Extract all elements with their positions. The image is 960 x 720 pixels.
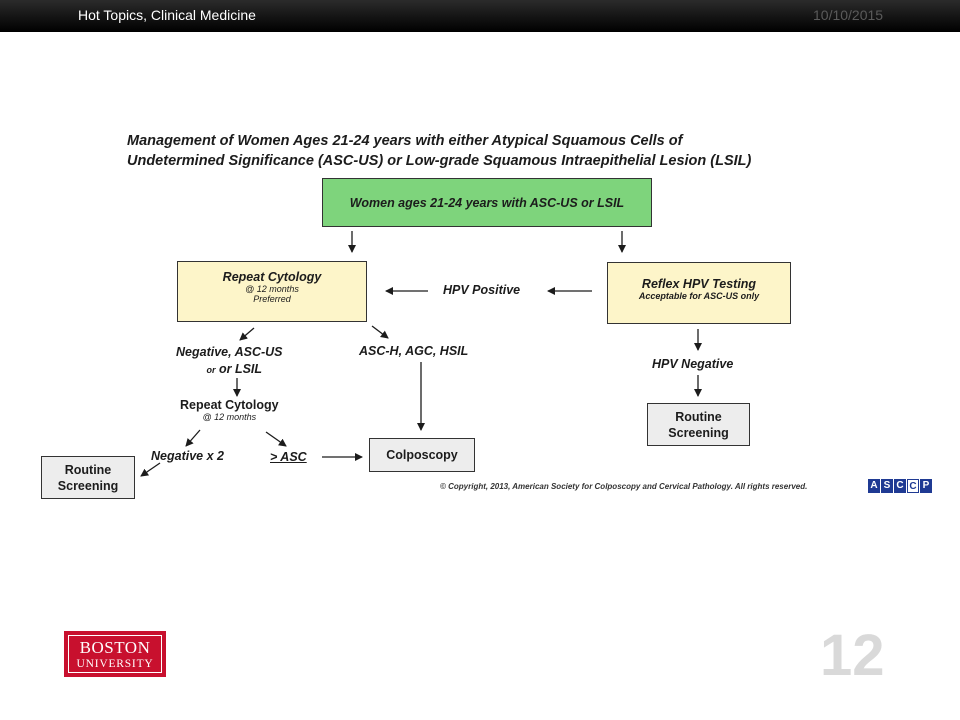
negative-asc-us-label: Negative, ASC-US or or LSIL [176,344,283,379]
colposcopy-label: Colposcopy [386,448,458,462]
repeat-cytology-2: Repeat Cytology @ 12 months [180,398,279,422]
routine-right-line1: Routine [675,410,722,424]
hpv-negative-label: HPV Negative [652,357,734,371]
ascp-letter: S [881,479,893,493]
hpv-positive-label: HPV Positive [443,283,521,297]
start-box: Women ages 21-24 years with ASC-US or LS… [322,178,652,227]
start-box-label: Women ages 21-24 years with ASC-US or LS… [349,196,625,210]
boston-university-logo: BOSTON UNIVERSITY [64,631,166,677]
routine-left-line2: Screening [57,479,119,493]
negative-asc-us-or: or [206,365,216,375]
reflex-hpv-title: Reflex HPV Testing [641,277,757,291]
diagram-title-line1: Management of Women Ages 21-24 years wit… [127,133,683,149]
repeat-cytology-interval: @ 12 months [245,284,299,294]
asc-h-label: ASC-H, AGC, HSIL [359,344,469,358]
slide-number: 12 [820,623,885,688]
repeat-cytology-preferred: Preferred [253,294,291,304]
colposcopy-box: Colposcopy [369,438,475,472]
routine-left-line1: Routine [64,463,112,477]
copyright-text: © Copyright, 2013, American Society for … [440,482,808,491]
ascp-letter: A [868,479,880,493]
repeat-cytology-2-interval: @ 12 months [202,412,257,422]
repeat-cytology-title: Repeat Cytology [222,270,322,284]
repeat-cytology-2-title: Repeat Cytology [180,398,279,412]
diagram-title: Management of Women Ages 21-24 years wit… [127,131,827,171]
arrow-repeat-to-negative [239,327,255,341]
repeat-cytology-box: Repeat Cytology @ 12 months Preferred [177,261,367,322]
logo-line1: BOSTON [79,638,151,657]
arrow-repeat2-to-negx2 [185,429,201,447]
ge-asc-label: > ASC [270,450,307,464]
ascp-logo: A S C C P [868,479,933,493]
reflex-hpv-note: Acceptable for ASC-US only [638,291,760,301]
presentation-date: 10/10/2015 [813,7,884,23]
arrow-repeat2-to-geasc [265,431,287,447]
routine-screening-right-box: Routine Screening [647,403,750,446]
ge-asc-text: > ASC [270,450,307,464]
reflex-hpv-box: Reflex HPV Testing Acceptable for ASC-US… [607,262,791,324]
negative-asc-us-line1: Negative, ASC-US [176,345,283,359]
ascp-letter: C [894,479,906,493]
ascp-letter: P [920,479,932,493]
routine-right-line2: Screening [668,426,729,440]
ascp-letter: C [907,479,919,493]
negative-x2-label: Negative x 2 [151,449,224,463]
routine-screening-left-box: Routine Screening [41,456,135,499]
presentation-title: Hot Topics, Clinical Medicine [78,7,256,23]
negative-asc-us-line2: or LSIL [218,362,263,376]
header-bar: Hot Topics, Clinical Medicine 10/10/2015 [0,0,960,32]
diagram-title-line2: Undetermined Significance (ASC-US) or Lo… [127,153,752,169]
arrow-repeat-to-asch [371,325,389,339]
logo-line2: UNIVERSITY [76,658,154,670]
arrow-negx2-to-routine [140,462,161,477]
